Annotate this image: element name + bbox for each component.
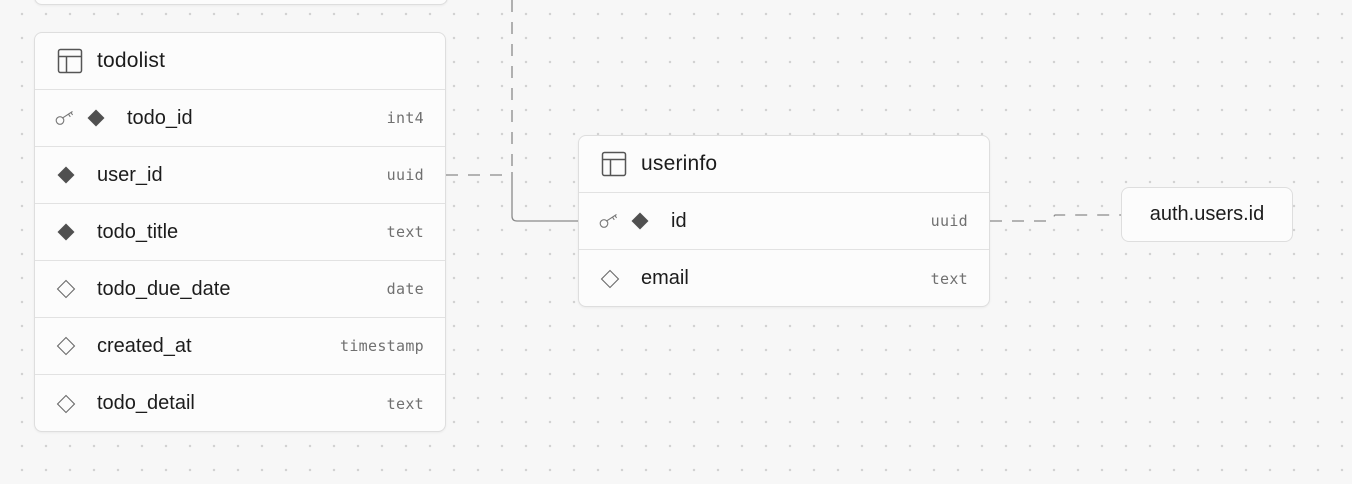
- table-icon: [57, 48, 83, 74]
- table-header: todolist: [35, 33, 445, 90]
- column-type: timestamp: [340, 337, 424, 355]
- hollow-diamond-icon: [55, 393, 77, 415]
- filled-diamond-icon: [55, 221, 77, 243]
- column-type: text: [930, 269, 968, 288]
- reference-node-auth-users-id[interactable]: auth.users.id: [1121, 187, 1293, 242]
- table-name: todolist: [97, 49, 166, 72]
- column-row-todo-detail[interactable]: todo_detail text: [35, 375, 445, 431]
- column-row-email[interactable]: email text: [579, 250, 989, 306]
- table-node-userinfo[interactable]: userinfo id uuid email text: [578, 135, 990, 307]
- column-type: text: [386, 394, 424, 413]
- edge-solid-to-userinfo-id: [511, 172, 578, 222]
- table-name: userinfo: [641, 152, 718, 175]
- column-name: user_id: [97, 163, 163, 186]
- column-row-id[interactable]: id uuid: [579, 193, 989, 250]
- table-icon: [601, 151, 627, 177]
- hollow-diamond-icon: [55, 335, 77, 357]
- column-row-user-id[interactable]: user_id uuid: [35, 147, 445, 204]
- column-name: todo_detail: [97, 392, 195, 414]
- filled-diamond-icon: [55, 164, 77, 186]
- column-name: todo_id: [127, 106, 193, 129]
- column-type: date: [386, 280, 424, 298]
- column-name: created_at: [97, 334, 192, 357]
- column-type: uuid: [930, 212, 968, 230]
- key-icon: [599, 213, 621, 229]
- column-row-todo-id[interactable]: todo_id int4: [35, 90, 445, 147]
- column-name: email: [641, 267, 689, 289]
- hollow-diamond-icon: [55, 278, 77, 300]
- column-name: todo_title: [97, 220, 179, 243]
- edge-userinfo-id-to-auth-users: [990, 214, 1121, 222]
- key-icon: [55, 110, 77, 126]
- column-type: int4: [386, 109, 424, 127]
- reference-label: auth.users.id: [1149, 203, 1265, 225]
- column-type: uuid: [386, 166, 424, 184]
- column-name: id: [671, 209, 687, 232]
- table-node-todolist[interactable]: todolist todo_id int4 user_id uuid todo_…: [34, 32, 446, 432]
- hollow-diamond-icon: [599, 268, 621, 290]
- table-header: userinfo: [579, 136, 989, 193]
- offscreen-table-node[interactable]: [34, 0, 448, 5]
- filled-diamond-icon: [85, 107, 107, 129]
- column-name: todo_due_date: [97, 277, 231, 300]
- column-row-todo-title[interactable]: todo_title text: [35, 204, 445, 261]
- column-type: text: [386, 223, 424, 241]
- column-row-todo-due-date[interactable]: todo_due_date date: [35, 261, 445, 318]
- filled-diamond-icon: [629, 210, 651, 232]
- column-row-created-at[interactable]: created_at timestamp: [35, 318, 445, 375]
